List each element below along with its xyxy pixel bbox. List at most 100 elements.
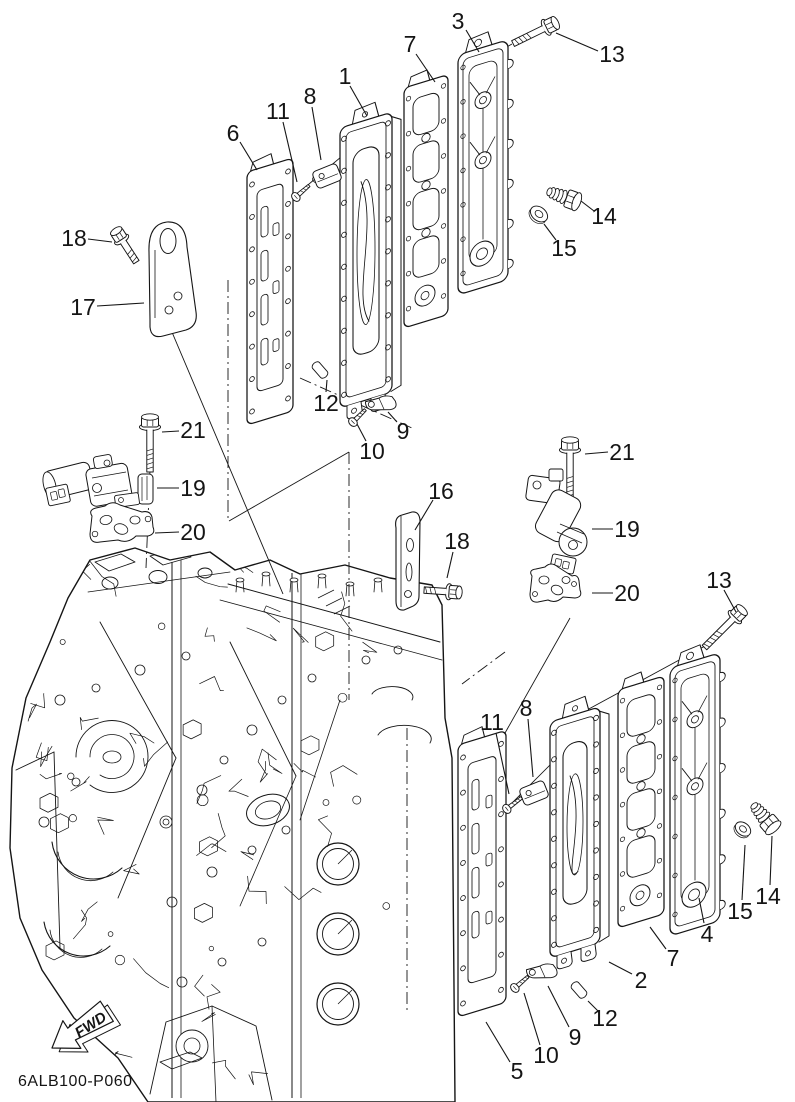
collar-12-lower (570, 981, 588, 999)
callout-18: 18 (444, 528, 470, 579)
screw-10-lower (510, 974, 530, 993)
callout-number: 21 (609, 439, 635, 465)
callout-10: 10 (523, 992, 559, 1068)
callout-1: 1 (339, 63, 368, 117)
collar-12-upper (311, 361, 329, 379)
callout-number: 18 (61, 225, 87, 251)
exhaust-gasket-7-upper (403, 69, 449, 328)
callout-number: 9 (569, 1024, 582, 1050)
callout-11: 11 (480, 709, 510, 795)
callout-8: 8 (520, 695, 534, 778)
gasket-20-left (89, 502, 155, 543)
screw-11-upper (291, 183, 311, 202)
callout-17: 17 (70, 294, 145, 320)
callout-21: 21 (161, 417, 206, 443)
inner-cover-1 (339, 101, 402, 420)
plug-14-upper (546, 187, 583, 212)
strap-9-upper (364, 395, 397, 411)
callout-14: 14 (580, 200, 617, 229)
plug-14-lower (750, 802, 782, 836)
callout-number: 20 (180, 519, 206, 545)
gasket-20-right (529, 563, 582, 603)
plate-16 (395, 511, 421, 611)
engine-cylinder-block (9, 547, 456, 1102)
callout-number: 12 (313, 390, 339, 416)
callout-number: 19 (180, 475, 206, 501)
callout-10: 10 (356, 423, 385, 464)
bolt-13-upper (511, 16, 560, 47)
bolt-18-left (110, 226, 140, 265)
callout-number: 4 (701, 921, 714, 947)
callout-13: 13 (555, 32, 625, 67)
callout-number: 5 (511, 1058, 524, 1084)
callout-2: 2 (608, 961, 648, 993)
callout-6: 6 (227, 120, 258, 171)
diagram-artwork (9, 16, 782, 1102)
gasket-plate-5 (457, 726, 507, 1017)
callout-7: 7 (649, 926, 680, 971)
callout-15: 15 (543, 223, 577, 261)
callout-number: 19 (614, 516, 640, 542)
callout-number: 10 (359, 438, 385, 464)
screw-10-upper (348, 408, 367, 427)
strap-9-lower (525, 963, 558, 979)
callout-number: 7 (667, 945, 680, 971)
callout-number: 13 (599, 41, 625, 67)
bolt-13-right (701, 604, 748, 651)
callout-number: 17 (70, 294, 96, 320)
callout-number: 21 (180, 417, 206, 443)
callout-number: 3 (452, 8, 465, 34)
callout-21: 21 (584, 439, 635, 465)
valve-19-left (42, 454, 154, 508)
drawing-code: 6ALB100-P060 (18, 1073, 133, 1090)
callout-number: 11 (266, 98, 290, 124)
callout-number: 13 (706, 567, 732, 593)
washer-15-upper (528, 205, 549, 225)
callout-11: 11 (266, 98, 298, 183)
washer-15-lower (733, 821, 752, 839)
callout-number: 18 (444, 528, 470, 554)
inner-cover-2 (549, 695, 610, 970)
callout-18: 18 (61, 225, 113, 251)
callout-number: 16 (428, 478, 454, 504)
valve-19-right (525, 468, 588, 575)
anode-8-upper (312, 163, 342, 189)
callout-19: 19 (157, 475, 206, 501)
callout-number: 11 (480, 709, 504, 735)
callout-5: 5 (485, 1021, 524, 1084)
bolt-21-right (558, 436, 582, 506)
callout-20: 20 (592, 580, 640, 606)
bolt-18-middle (423, 583, 463, 601)
callout-number: 1 (339, 63, 352, 89)
gasket-plate-6 (246, 153, 294, 425)
callout-20: 20 (154, 519, 206, 545)
callout-number: 2 (635, 967, 648, 993)
callout-16: 16 (414, 478, 454, 531)
callout-7: 7 (404, 31, 436, 83)
anode-8-lower (519, 780, 549, 806)
screw-11-lower (502, 796, 523, 814)
callout-number: 8 (304, 83, 317, 109)
callout-12: 12 (313, 379, 339, 416)
callout-15: 15 (727, 844, 753, 924)
exhaust-gasket-7-lower (617, 671, 665, 928)
callout-number: 7 (404, 31, 417, 57)
callout-19: 19 (592, 516, 640, 542)
bracket-17 (148, 221, 197, 338)
callout-8: 8 (304, 83, 322, 161)
callout-number: 12 (592, 1005, 618, 1031)
callout-number: 15 (727, 898, 753, 924)
callout-4: 4 (698, 897, 714, 947)
callout-number: 15 (551, 235, 577, 261)
callout-13: 13 (706, 567, 737, 613)
callout-number: 6 (227, 120, 240, 146)
callout-number: 8 (520, 695, 533, 721)
callout-9: 9 (547, 985, 582, 1050)
callout-number: 10 (533, 1042, 559, 1068)
exhaust-cover-3 (457, 31, 514, 294)
callout-14: 14 (755, 835, 781, 909)
callout-number: 14 (591, 203, 617, 229)
